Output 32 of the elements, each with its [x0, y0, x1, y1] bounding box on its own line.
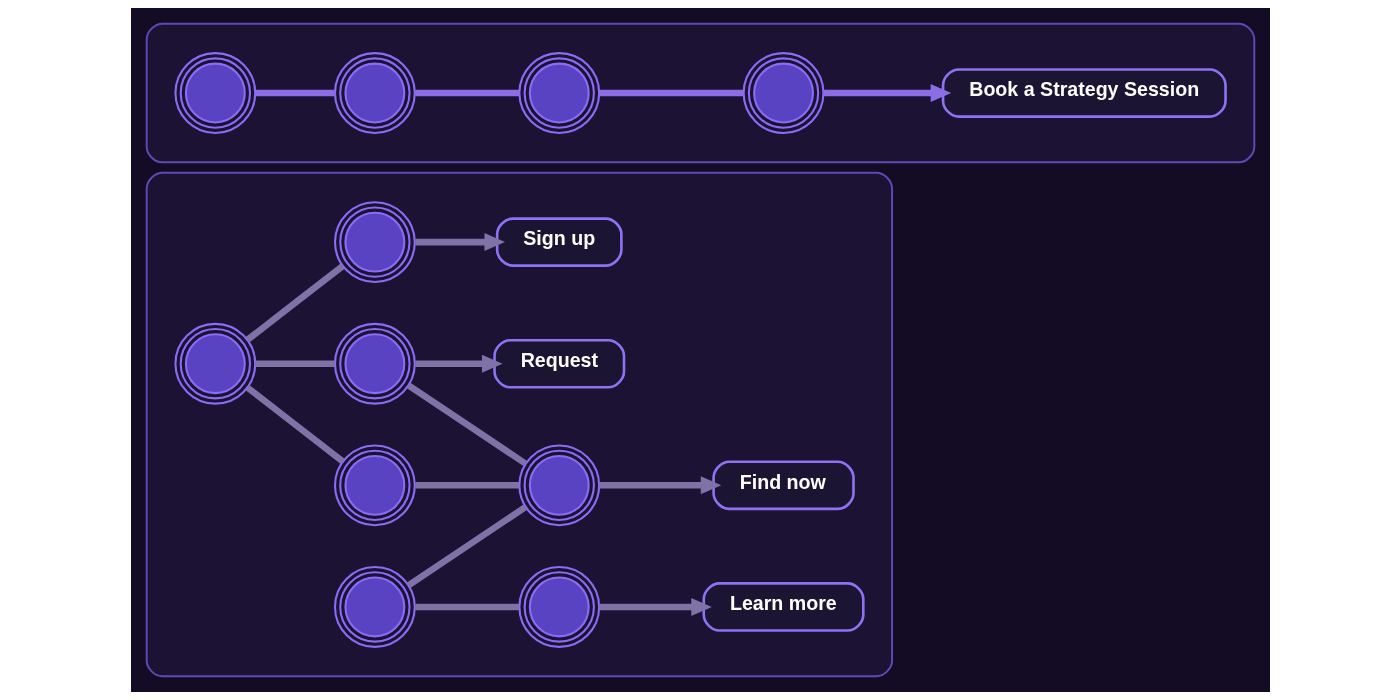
- connector: [414, 482, 519, 489]
- node-box: Find now: [711, 460, 855, 511]
- arrow: [414, 354, 503, 373]
- node-circle: [333, 566, 416, 648]
- node-circle: [333, 201, 416, 284]
- node-circle: [517, 444, 600, 527]
- node-circle: [742, 52, 824, 134]
- node-circle: [517, 52, 600, 134]
- node-circle: [333, 52, 416, 134]
- node-box: Sign up: [495, 217, 623, 267]
- arrow: [823, 84, 951, 103]
- connector: [414, 89, 519, 97]
- node-circle: [333, 322, 416, 405]
- connector: [406, 382, 527, 467]
- connector: [245, 263, 345, 343]
- node-circle: [173, 52, 256, 134]
- connector: [254, 89, 335, 97]
- arrow: [598, 597, 712, 616]
- node-box: Learn more: [701, 582, 865, 632]
- arrow: [598, 476, 721, 495]
- connector: [245, 385, 345, 464]
- cluster: [145, 22, 1255, 164]
- node-circle: [333, 444, 416, 527]
- node-box: Book a Strategy Session: [941, 68, 1227, 118]
- cluster: [145, 171, 893, 678]
- node-circle: [173, 322, 256, 405]
- connector: [406, 504, 527, 588]
- connector: [414, 603, 519, 611]
- connector: [254, 360, 335, 367]
- node-circle: [517, 566, 600, 648]
- node-box: Request: [492, 338, 625, 389]
- arrow: [414, 233, 505, 252]
